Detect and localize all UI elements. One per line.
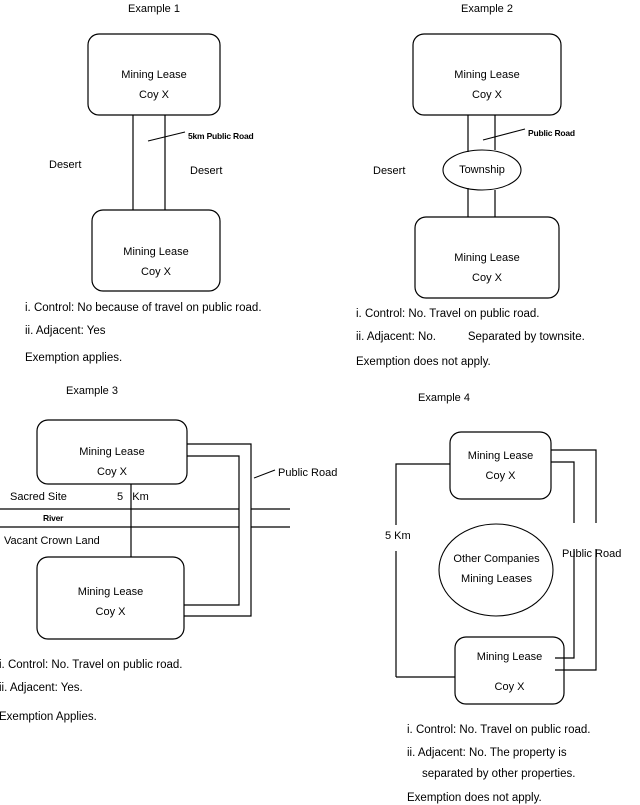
- example-2-top-lease-line1: Mining Lease: [454, 69, 520, 81]
- example-2-terrain-label-left: Desert: [373, 165, 406, 177]
- example-2-top-lease-box: [412, 33, 562, 116]
- example-4-ellipse-line2: Mining Leases: [461, 573, 532, 585]
- example-3-road-outer-loop: [184, 443, 252, 617]
- example-2-top-lease-line2: Coy X: [472, 89, 502, 101]
- example-2-township-ellipse: [442, 149, 522, 191]
- example-3-title: Example 3: [66, 385, 118, 397]
- example-4-note-control: i. Control: No. Travel on public road.: [407, 724, 591, 736]
- example-3-bottom-lease-box: [36, 556, 185, 640]
- example-1-graphics: [87, 33, 221, 292]
- example-4-road-inner-loop-upper: [551, 461, 575, 523]
- example-4-note-exemption: Exemption does not apply.: [407, 792, 542, 804]
- example-2-bottom-lease-box: [414, 216, 560, 299]
- example-2-title: Example 2: [461, 3, 513, 15]
- example-1-top-lease-box: [87, 33, 221, 116]
- example-2-bottom-lease-line1: Mining Lease: [454, 252, 520, 264]
- example-3-top-lease-box: [36, 419, 188, 485]
- example-3-distance-label: 5 Km: [117, 491, 149, 503]
- example-4-top-lease-line2: Coy X: [485, 470, 516, 482]
- example-4-bottom-lease-line1: Mining Lease: [476, 651, 543, 663]
- example-3-road-inner-loop: [184, 455, 240, 606]
- example-4-road-inner-loop-lower: [555, 549, 575, 659]
- example-4-ellipse-line1: Other Companies: [453, 553, 540, 565]
- example-3-public-road-label: Public Road: [278, 467, 338, 479]
- example-3-graphics: [0, 419, 290, 640]
- example-4-title: Example 4: [418, 392, 470, 404]
- example-3-note-exemption: Exemption Applies.: [0, 711, 97, 723]
- example-4-bottom-lease-line2: Coy X: [494, 681, 525, 693]
- example-3-top-lease-line2: Coy X: [97, 466, 127, 478]
- example-2-public-road-label: Public Road: [528, 128, 575, 138]
- example-1-bottom-lease-line2: Coy X: [141, 266, 171, 278]
- example-1-title: Example 1: [128, 3, 180, 15]
- example-1-public-road-label: 5km Public Road: [188, 131, 254, 141]
- example-4-note-adjacent-cont: separated by other properties.: [422, 768, 576, 780]
- example-1-note-control: i. Control: No because of travel on publ…: [25, 302, 262, 314]
- example-3-bottom-lease-line2: Coy X: [95, 606, 126, 618]
- example-4-road-outer-loop-lower: [555, 549, 597, 671]
- example-4-top-lease-line1: Mining Lease: [467, 450, 534, 462]
- example-4-distance-label: 5 Km: [385, 530, 411, 542]
- example-3-note-control: i. Control: No. Travel on public road.: [0, 659, 183, 671]
- example-1-top-lease-line1: Mining Lease: [121, 69, 187, 81]
- example-1-bottom-lease-box: [91, 209, 221, 292]
- example-2-note-adjacent: ii. Adjacent: No. Separated by townsite.: [356, 331, 585, 343]
- example-1-note-exemption: Exemption applies.: [25, 352, 123, 364]
- example-3-river-label: River: [43, 513, 64, 523]
- example-2-road-leader-line: [482, 128, 526, 141]
- example-1-terrain-label-left: Desert: [49, 159, 82, 171]
- example-2-note-exemption: Exemption does not apply.: [356, 356, 491, 368]
- example-4-road-outer-loop-upper: [551, 449, 597, 523]
- example-1-terrain-label-right: Desert: [190, 165, 223, 177]
- example-2-bottom-lease-line2: Coy X: [472, 272, 502, 284]
- example-3-sacred-site-label: Sacred Site: [10, 491, 67, 503]
- example-3-bottom-lease-line1: Mining Lease: [77, 586, 144, 598]
- example-3-vacant-crown-land-label: Vacant Crown Land: [4, 535, 100, 547]
- example-1-road-leader-line: [147, 131, 186, 142]
- example-2-note-control: i. Control: No. Travel on public road.: [356, 308, 540, 320]
- example-3-note-adjacent: ii. Adjacent: Yes.: [0, 682, 83, 694]
- example-3-top-lease-line1: Mining Lease: [79, 446, 145, 458]
- example-4-note-adjacent: ii. Adjacent: No. The property is: [407, 747, 567, 759]
- example-3-road-leader-line: [253, 469, 276, 479]
- example-4-public-road-label: Public Road: [562, 548, 622, 560]
- example-4-top-lease-box: [449, 431, 552, 500]
- example-2-graphics: [412, 33, 562, 299]
- example-4-other-companies-ellipse: [438, 523, 554, 617]
- example-1-bottom-lease-line1: Mining Lease: [123, 246, 189, 258]
- example-1-top-lease-line2: Coy X: [139, 89, 169, 101]
- example-4-graphics: [395, 431, 597, 705]
- example-1-note-adjacent: ii. Adjacent: Yes: [25, 325, 106, 337]
- example-4-left-bracket-upper: [395, 463, 450, 525]
- example-2-township-label: Township: [459, 164, 505, 176]
